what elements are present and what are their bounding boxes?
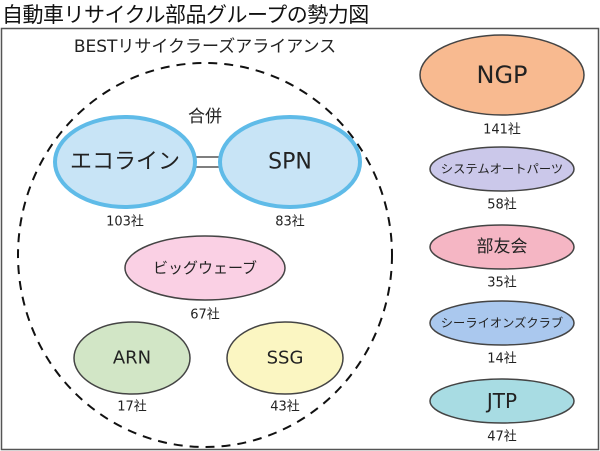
group-name: JTP bbox=[485, 389, 517, 413]
group-name: SPN bbox=[268, 150, 312, 175]
group-ellipse bbox=[419, 34, 585, 116]
group-ellipse bbox=[124, 235, 286, 301]
group-node: ARN 17社 bbox=[73, 321, 191, 415]
group-name: 部友会 bbox=[477, 237, 528, 257]
group-count: 141社 bbox=[483, 122, 521, 138]
group-ellipse bbox=[429, 146, 575, 192]
alliance-label: BESTリサイクラーズアライアンス bbox=[74, 37, 336, 57]
group-ellipse bbox=[429, 378, 575, 424]
group-count: 47社 bbox=[487, 429, 517, 445]
group-node: SPN 83社 bbox=[218, 115, 362, 230]
group-name: SSG bbox=[267, 348, 304, 369]
other-group-node: システムオートパーツ 58社 bbox=[429, 146, 575, 213]
group-ellipse bbox=[429, 300, 575, 346]
group-count: 103社 bbox=[106, 214, 144, 230]
group-count: 58社 bbox=[487, 197, 517, 213]
other-group-node: 部友会 35社 bbox=[429, 224, 575, 291]
group-name: ARN bbox=[113, 348, 151, 369]
group-ellipse bbox=[429, 224, 575, 270]
diagram-title: 自動車リサイクル部品グループの勢力図 bbox=[2, 3, 369, 27]
other-group-node: シーライオンズクラブ 14社 bbox=[429, 300, 575, 367]
group-name: シーライオンズクラブ bbox=[441, 315, 563, 330]
group-name: ビッグウェーブ bbox=[153, 259, 257, 277]
alliance-boundary bbox=[17, 62, 393, 448]
group-count: 14社 bbox=[487, 351, 517, 367]
group-node: エコライン 103社 bbox=[53, 115, 197, 230]
group-node: SSG 43社 bbox=[226, 321, 344, 415]
group-count: 83社 bbox=[275, 214, 305, 230]
other-group-node: JTP 47社 bbox=[429, 378, 575, 445]
group-node: ビッグウェーブ 67社 bbox=[124, 235, 286, 323]
group-ellipse bbox=[218, 115, 362, 209]
group-count: 43社 bbox=[270, 399, 300, 415]
group-ellipse bbox=[73, 321, 191, 395]
group-count: 17社 bbox=[117, 399, 147, 415]
group-count: 67社 bbox=[190, 307, 220, 323]
group-ellipse bbox=[53, 115, 197, 209]
other-group-node: NGP 141社 bbox=[419, 34, 585, 138]
merger-connector bbox=[192, 156, 222, 168]
group-name: エコライン bbox=[70, 150, 180, 175]
frame bbox=[0, 27, 600, 451]
group-name: システムオートパーツ bbox=[441, 162, 563, 176]
group-count: 35社 bbox=[487, 275, 517, 291]
group-name: NGP bbox=[476, 61, 527, 89]
group-ellipse bbox=[226, 321, 344, 395]
merger-label: 合併 bbox=[188, 107, 222, 127]
